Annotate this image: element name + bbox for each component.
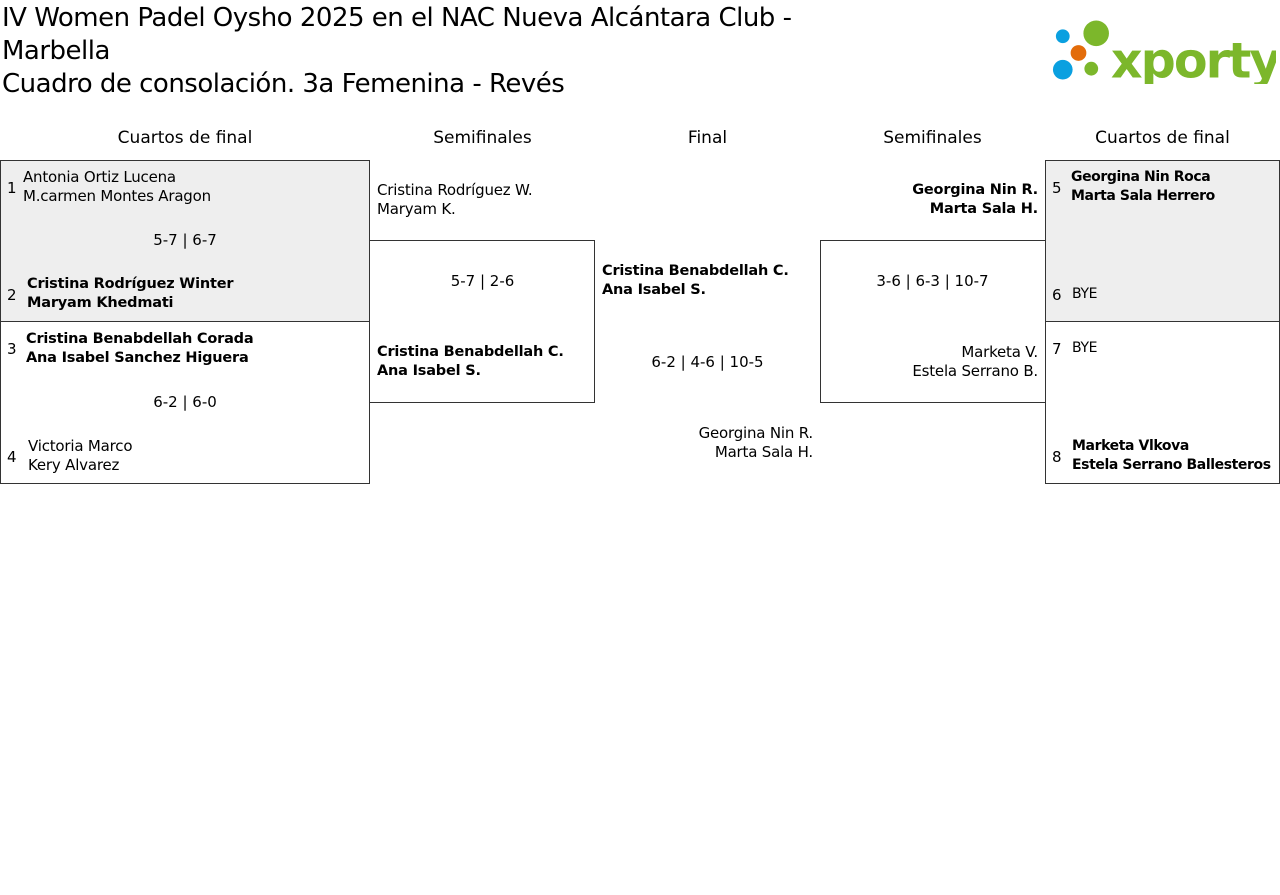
team-entry-bye: BYE (1072, 286, 1098, 302)
player-name: Cristina Rodríguez Winter (27, 276, 234, 292)
player-name: Ana Isabel S. (377, 363, 481, 379)
team-entry[interactable]: Marketa V.Estela Serrano B. (912, 343, 1038, 381)
header-right-semifinals: Semifinales (883, 128, 982, 148)
match-score: 6-2 | 6-0 (153, 393, 217, 411)
seed: 4 (7, 448, 17, 466)
seed: 1 (7, 179, 17, 197)
svg-text:xporty: xporty (1111, 32, 1276, 84)
header-left-quarterfinals: Cuartos de final (117, 128, 253, 148)
header-final: Final (687, 128, 728, 148)
seed: 7 (1052, 340, 1062, 358)
player-name: Antonia Ortiz Lucena (23, 168, 176, 186)
player-name: Kery Alvarez (28, 456, 120, 474)
player-name: Cristina Benabdellah C. (602, 263, 789, 279)
player-name: Cristina Benabdellah Corada (26, 331, 254, 347)
seed: 5 (1052, 179, 1062, 197)
seed: 3 (7, 340, 17, 358)
player-name: Victoria Marco (28, 437, 133, 455)
tournament-title: IV Women Padel Oysho 2025 en el NAC Nuev… (2, 3, 792, 66)
xporty-logo: xporty (1052, 20, 1276, 84)
player-name: M.carmen Montes Aragon (23, 187, 211, 205)
match-left-qf-1[interactable] (0, 160, 370, 322)
player-name: Georgina Nin Roca (1071, 169, 1211, 185)
match-score: 6-2 | 4-6 | 10-5 (651, 353, 764, 371)
player-name: Marta Sala Herrero (1071, 188, 1215, 204)
player-name: Maryam Khedmati (27, 295, 174, 311)
seed: 6 (1052, 286, 1062, 304)
match-right-sf[interactable] (820, 240, 1046, 403)
match-score: 5-7 | 2-6 (450, 272, 515, 290)
player-name: Cristina Benabdellah C. (377, 344, 564, 360)
header-right-quarterfinals: Cuartos de final (1095, 128, 1230, 148)
match-left-sf[interactable] (369, 240, 595, 403)
player-name: Georgina Nin R. (698, 424, 814, 442)
player-name: Marketa Vlkova (1072, 438, 1189, 454)
player-name: Georgina Nin R. (912, 182, 1038, 198)
match-score: 3-6 | 6-3 | 10-7 (876, 272, 989, 290)
team-entry-bye: BYE (1072, 340, 1098, 356)
team-entry-winner[interactable]: Georgina Nin R. Marta Sala H. (912, 181, 1038, 219)
team-entry-winner[interactable]: Cristina Benabdellah C. Ana Isabel S. (377, 343, 564, 381)
player-name: Marta Sala H. (929, 201, 1038, 217)
page-title: IV Women Padel Oysho 2025 en el NAC Nuev… (2, 2, 882, 101)
team-entry[interactable]: Cristina Rodríguez W.Maryam K. (377, 181, 533, 219)
player-name: Ana Isabel S. (602, 282, 706, 298)
seed: 2 (7, 286, 17, 304)
team-entry-winner[interactable]: Cristina Benabdellah C. Ana Isabel S. (602, 262, 789, 300)
player-name: Cristina Rodríguez W. (377, 181, 533, 199)
team-entry[interactable]: Georgina Nin R.Marta Sala H. (698, 424, 814, 462)
player-name: Estela Serrano Ballesteros (1072, 457, 1271, 473)
player-name: Marketa V. (961, 343, 1038, 361)
player-name: Marta Sala H. (714, 443, 813, 461)
player-name: Estela Serrano B. (912, 362, 1038, 380)
seed: 8 (1052, 448, 1062, 466)
player-name: Ana Isabel Sanchez Higuera (26, 350, 249, 366)
player-name: Maryam K. (377, 200, 456, 218)
match-score: 5-7 | 6-7 (153, 231, 217, 249)
draw-title: Cuadro de consolación. 3a Femenina - Rev… (2, 69, 565, 99)
header-left-semifinals: Semifinales (433, 128, 532, 148)
